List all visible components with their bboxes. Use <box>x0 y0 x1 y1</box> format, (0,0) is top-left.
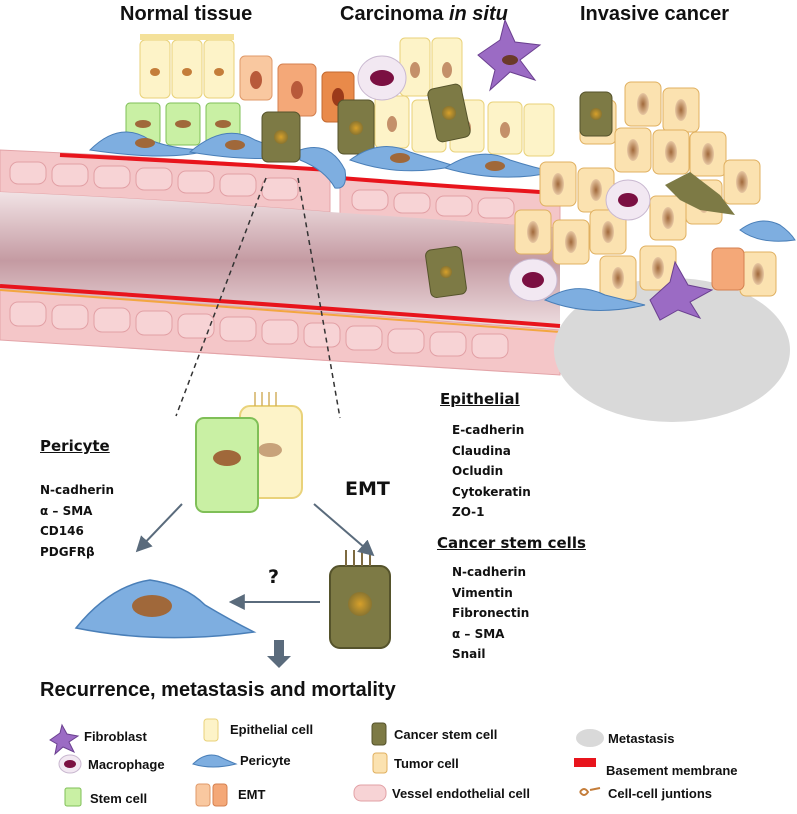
basement-membrane-upper-left <box>59 153 331 172</box>
legend-fibroblast: Fibroblast <box>84 729 147 744</box>
cell-junction-icon <box>579 787 601 796</box>
enlarged-cancer-stem-cell <box>329 550 391 649</box>
basement-membrane-lower <box>0 284 561 328</box>
csc-markers: N-cadherin Vimentin Fibronectin α – SMA … <box>452 562 529 665</box>
legend-epithelial-cell: Epithelial cell <box>230 722 314 737</box>
outcome-title: Recurrence, metastasis and mortality <box>40 679 396 701</box>
tumor-cell-icon <box>372 752 388 774</box>
legend-basement-membrane: Basement membrane <box>606 763 738 778</box>
legend-icons <box>49 718 604 807</box>
legend-cell-junctions: Cell-cell juntions <box>608 786 713 801</box>
legend-vessel-endothelial-cell: Vessel endothelial cell <box>392 786 531 801</box>
legend-pericyte: Pericyte <box>240 753 291 768</box>
carcinoma-in-situ-cells <box>337 18 558 302</box>
pericyte-marker: CD146 <box>40 524 84 538</box>
enlarged-stem-cell <box>195 417 259 513</box>
csc-marker: Vimentin <box>452 585 513 600</box>
blood-vessel <box>0 149 561 376</box>
pericyte-marker: PDGFRβ <box>40 544 95 559</box>
csc-title: Cancer stem cells <box>437 534 586 552</box>
basement-membrane-icon <box>574 758 596 767</box>
legend-cancer-stem-cell: Cancer stem cell <box>394 727 498 742</box>
epithelial-marker: Claudina <box>452 443 511 458</box>
zoom-line-right <box>297 177 341 419</box>
question-label: ? <box>268 566 280 588</box>
header-invasive-cancer: Invasive cancer <box>580 3 729 25</box>
header-carcinoma-in-situ: Carcinoma in situ <box>340 3 508 26</box>
pericyte-marker: α – SMA <box>40 503 93 518</box>
csc-marker: α – SMA <box>452 626 505 641</box>
header-normal-tissue: Normal tissue <box>120 3 253 25</box>
csc-marker: N-cadherin <box>452 565 527 579</box>
legend-stem-cell: Stem cell <box>90 791 148 806</box>
fibroblast-icon <box>49 723 80 756</box>
epithelial-marker: ZO-1 <box>452 505 485 519</box>
zoom-line-left <box>175 177 267 417</box>
emt-label: EMT <box>345 478 390 500</box>
arrow-down-outcome <box>267 640 291 668</box>
pericyte-markers: N-cadherin α – SMA CD146 PDGFRβ <box>40 480 114 562</box>
header-cis-prefix: Carcinoma <box>340 3 449 25</box>
legend-emt: EMT <box>238 787 266 802</box>
legend-metastasis: Metastasis <box>608 731 675 746</box>
epithelial-marker: Ocludin <box>452 464 504 478</box>
enlarged-pericyte <box>74 579 257 639</box>
pericyte-marker: N-cadherin <box>40 483 115 497</box>
pericyte-title: Pericyte <box>40 437 110 455</box>
emt-icon-b <box>212 783 228 807</box>
emt-icon-a <box>195 783 211 807</box>
header-cis-italic: in situ <box>448 3 508 25</box>
epithelial-marker: E-cadherin <box>452 423 525 437</box>
basement-membrane-upper-right <box>339 176 541 194</box>
epithelial-cell-icon <box>203 718 219 742</box>
arrow-to-pericyte <box>135 503 183 553</box>
metastasis-icon <box>576 729 604 747</box>
pericyte-icon <box>192 754 238 768</box>
metastasis-blob <box>554 278 790 422</box>
stem-cell-icon <box>64 787 82 807</box>
vessel-endothelial-cell-icon <box>353 784 387 802</box>
csc-marker: Snail <box>452 647 486 661</box>
epithelial-markers: E-cadherin Claudina Ocludin Cytokeratin … <box>452 420 531 523</box>
epithelial-title: Epithelial <box>440 390 520 408</box>
csc-marker: Fibronectin <box>452 606 530 620</box>
cancer-stem-cell-icon <box>371 722 387 746</box>
arrow-emt <box>313 503 375 557</box>
legend-tumor-cell: Tumor cell <box>394 756 459 771</box>
normal-tissue-cells <box>88 34 355 189</box>
epithelial-marker: Cytokeratin <box>452 484 531 499</box>
legend-macrophage: Macrophage <box>88 757 165 772</box>
